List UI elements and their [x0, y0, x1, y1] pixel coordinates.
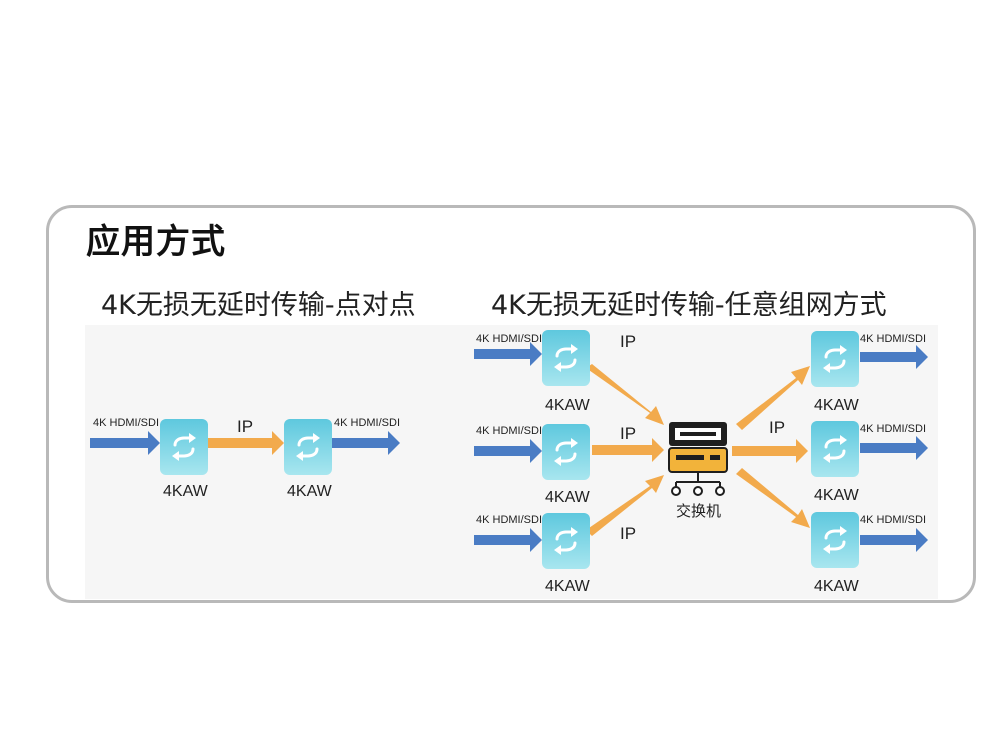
device-label: 4KAW — [814, 397, 860, 414]
input-arrow-2 — [474, 439, 542, 463]
ip-label-in-1: IP — [620, 332, 636, 351]
device-label: 4KAW — [814, 578, 860, 595]
ip-arrow-out-3 — [736, 468, 810, 528]
device-4kaw-input-2 — [542, 424, 590, 480]
left-ip-arrow — [208, 431, 284, 455]
input-arrow-1 — [474, 342, 542, 366]
device-4kaw-receiver — [284, 419, 332, 475]
device-4kaw-input-1 — [542, 330, 590, 386]
output-label-1: 4K HDMI/SDI — [860, 333, 926, 345]
input-arrow-3 — [474, 528, 542, 552]
ip-arrow-out-2 — [732, 439, 808, 463]
point-to-point-title: 4K无损无延时传输-点对点 — [101, 290, 416, 321]
device-label: 4KAW — [545, 578, 591, 595]
left-input-label: 4K HDMI/SDI — [93, 417, 159, 429]
sync-arrows-icon — [172, 433, 196, 461]
sync-arrows-icon — [554, 527, 578, 555]
input-label-2: 4K HDMI/SDI — [476, 425, 542, 437]
point-to-point-panel — [85, 325, 475, 599]
ip-label-in-2: IP — [620, 424, 636, 443]
switch-label: 交换机 — [676, 502, 721, 520]
device-label: 4KAW — [814, 487, 860, 504]
input-label-3: 4K HDMI/SDI — [476, 514, 542, 526]
sync-arrows-icon — [554, 344, 578, 372]
device-label: 4KAW — [287, 483, 333, 500]
output-label-2: 4K HDMI/SDI — [860, 423, 926, 435]
output-arrow-2 — [860, 436, 928, 460]
output-arrow-3 — [860, 528, 928, 552]
sync-arrows-icon — [823, 526, 847, 554]
device-4kaw-output-1 — [811, 331, 859, 387]
sync-arrows-icon — [823, 345, 847, 373]
left-output-label: 4K HDMI/SDI — [334, 417, 400, 429]
ip-arrow-in-3 — [586, 475, 664, 536]
ip-arrow-out-1 — [736, 366, 810, 430]
device-4kaw-output-3 — [811, 512, 859, 568]
sync-arrows-icon — [823, 435, 847, 463]
device-label: 4KAW — [545, 397, 591, 414]
device-box — [542, 513, 590, 569]
device-box — [542, 424, 590, 480]
sync-arrows-icon — [554, 438, 578, 466]
device-label: 4KAW — [545, 489, 591, 506]
ip-arrow-in-1 — [586, 364, 664, 425]
device-box — [284, 419, 332, 475]
output-label-3: 4K HDMI/SDI — [860, 514, 926, 526]
ip-label-in-3: IP — [620, 524, 636, 543]
left-output-arrow — [332, 431, 400, 455]
device-box — [811, 512, 859, 568]
network-switch-icon — [668, 422, 728, 496]
device-box — [160, 419, 208, 475]
network-topology-title: 4K无损无延时传输-任意组网方式 — [491, 290, 887, 321]
device-box — [542, 330, 590, 386]
sync-arrows-icon — [296, 433, 320, 461]
ip-arrow-in-2 — [592, 438, 664, 462]
device-4kaw-sender — [160, 419, 208, 475]
page-title: 应用方式 — [86, 222, 226, 262]
ip-label-out: IP — [769, 418, 785, 437]
device-box — [811, 421, 859, 477]
device-box — [811, 331, 859, 387]
output-arrow-1 — [860, 345, 928, 369]
device-label: 4KAW — [163, 483, 209, 500]
device-4kaw-input-3 — [542, 513, 590, 569]
device-4kaw-output-2 — [811, 421, 859, 477]
input-label-1: 4K HDMI/SDI — [476, 333, 542, 345]
left-input-arrow — [90, 431, 160, 455]
left-ip-label: IP — [237, 417, 253, 436]
